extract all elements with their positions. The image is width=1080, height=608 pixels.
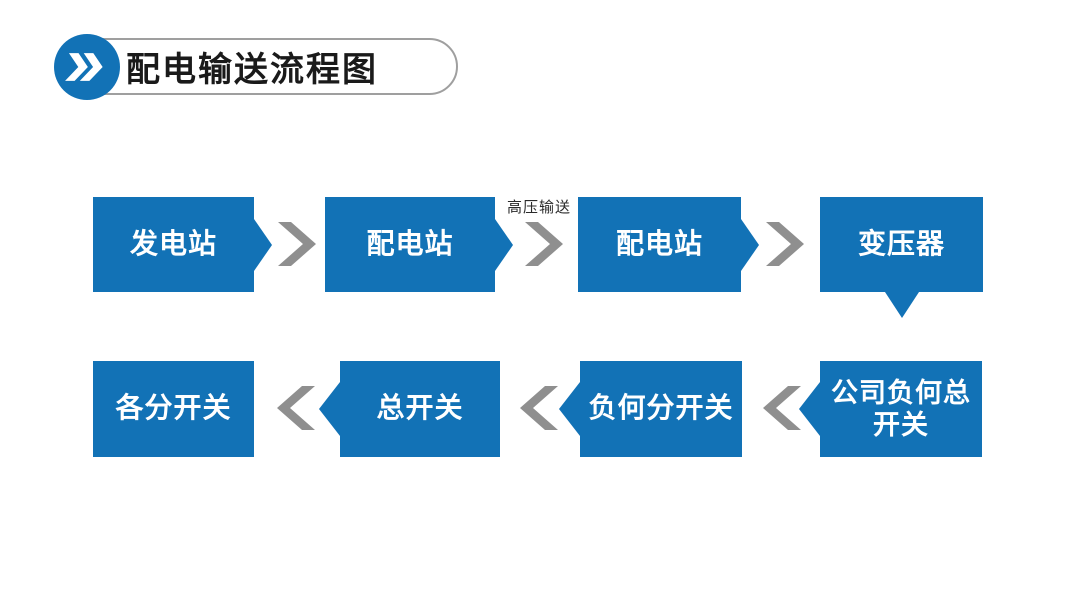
node-pointer-right <box>741 218 759 271</box>
flow-node-label: 发电站 <box>129 228 217 260</box>
flow-node-label: 配电站 <box>615 228 703 260</box>
flow-node-power-plant: 发电站 <box>93 197 272 292</box>
arrow-right-icon <box>278 222 316 266</box>
arrow-right-icon <box>766 222 804 266</box>
title-banner-pill <box>58 38 458 95</box>
double-chevron-right-icon <box>65 53 103 81</box>
high-voltage-transmission-label: 高压输送 <box>506 200 571 216</box>
flow-node-load-branch-switch: 负何分开关 <box>559 361 742 457</box>
arrow-left-icon <box>277 386 315 430</box>
flow-node-label: 公司负何总开关 <box>831 377 971 440</box>
arrow-left-icon <box>520 386 558 430</box>
node-pointer-left <box>559 382 580 436</box>
node-pointer-down <box>884 292 919 318</box>
flow-node-label: 各分开关 <box>115 393 232 425</box>
flow-node-label: 配电站 <box>366 228 454 260</box>
title-banner-badge <box>54 34 120 100</box>
flow-node-transformer: 变压器 <box>820 197 983 318</box>
flow-node-label: 总开关 <box>376 393 464 425</box>
flow-node-distribution-station-2: 配电站 <box>578 197 759 292</box>
flow-node-main-switch: 总开关 <box>319 361 500 457</box>
page-title: 配电输送流程图 <box>126 52 378 89</box>
flow-node-company-load-main-switch: 公司负何总开关 <box>799 361 982 457</box>
flow-node-label: 负何分开关 <box>588 393 734 425</box>
node-pointer-left <box>799 382 820 436</box>
node-pointer-right <box>495 218 513 271</box>
flow-node-branch-switches: 各分开关 <box>93 361 254 457</box>
arrow-left-icon <box>763 386 801 430</box>
flow-node-label: 变压器 <box>857 228 945 260</box>
flow-node-distribution-station-1: 配电站 <box>325 197 513 292</box>
arrow-right-icon <box>525 222 563 266</box>
node-pointer-left <box>319 382 340 436</box>
node-pointer-right <box>254 218 272 271</box>
